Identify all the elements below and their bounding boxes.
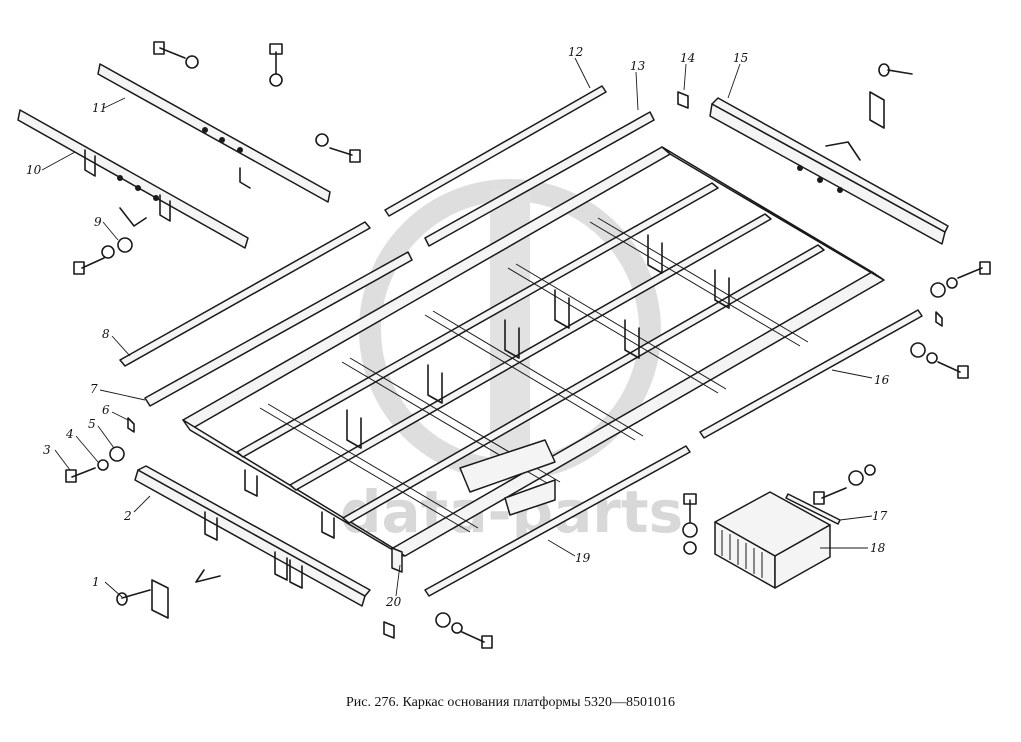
callout-4: 4	[65, 427, 74, 441]
callout-15: 15	[733, 51, 748, 65]
figure-caption: Рис. 276. Каркас основания платформы 532…	[345, 695, 676, 710]
callout-17: 17	[872, 509, 888, 523]
parts-7-8-side-rails	[119, 221, 413, 407]
part-2-front-beam	[134, 465, 371, 607]
callout-2: 2	[123, 509, 132, 523]
callout-12: 12	[568, 45, 583, 59]
callout-3: 3	[43, 443, 51, 457]
part-19-side-rail	[424, 445, 691, 597]
callout-7: 7	[90, 382, 98, 396]
part-15-rear-beam	[709, 63, 949, 245]
callout-9: 9	[94, 215, 102, 229]
callout-11: 11	[92, 101, 107, 115]
part-9-nut-bolt	[73, 41, 361, 275]
parts-10-11-cross-beams	[17, 63, 331, 249]
callout-14: 14	[680, 51, 695, 65]
leader-lines	[41, 57, 873, 598]
parts-3-6-fasteners	[65, 417, 135, 483]
callout-5: 5	[88, 417, 96, 431]
callout-20: 20	[385, 595, 402, 609]
part-17-strip	[682, 464, 876, 555]
callout-6: 6	[102, 403, 110, 417]
right-fasteners	[910, 261, 991, 379]
part-1-bolt	[116, 569, 221, 619]
callout-10: 10	[26, 163, 42, 177]
callout-8: 8	[102, 327, 110, 341]
callout-18: 18	[870, 541, 886, 555]
part-16-side-rail	[699, 309, 923, 439]
part-18-toolbox	[714, 491, 831, 589]
callout-labels: 1 2 3 4 5 6 7 8 9 10 11 12 13 14 15 16 1…	[26, 45, 890, 609]
callout-19: 19	[575, 551, 591, 565]
parts-12-13-rails	[384, 85, 655, 247]
bottom-fasteners	[383, 612, 493, 649]
part-14-clip	[677, 91, 689, 109]
callout-1: 1	[92, 575, 100, 589]
platform-frame	[182, 146, 885, 573]
callout-13: 13	[630, 59, 646, 73]
callout-16: 16	[874, 373, 890, 387]
